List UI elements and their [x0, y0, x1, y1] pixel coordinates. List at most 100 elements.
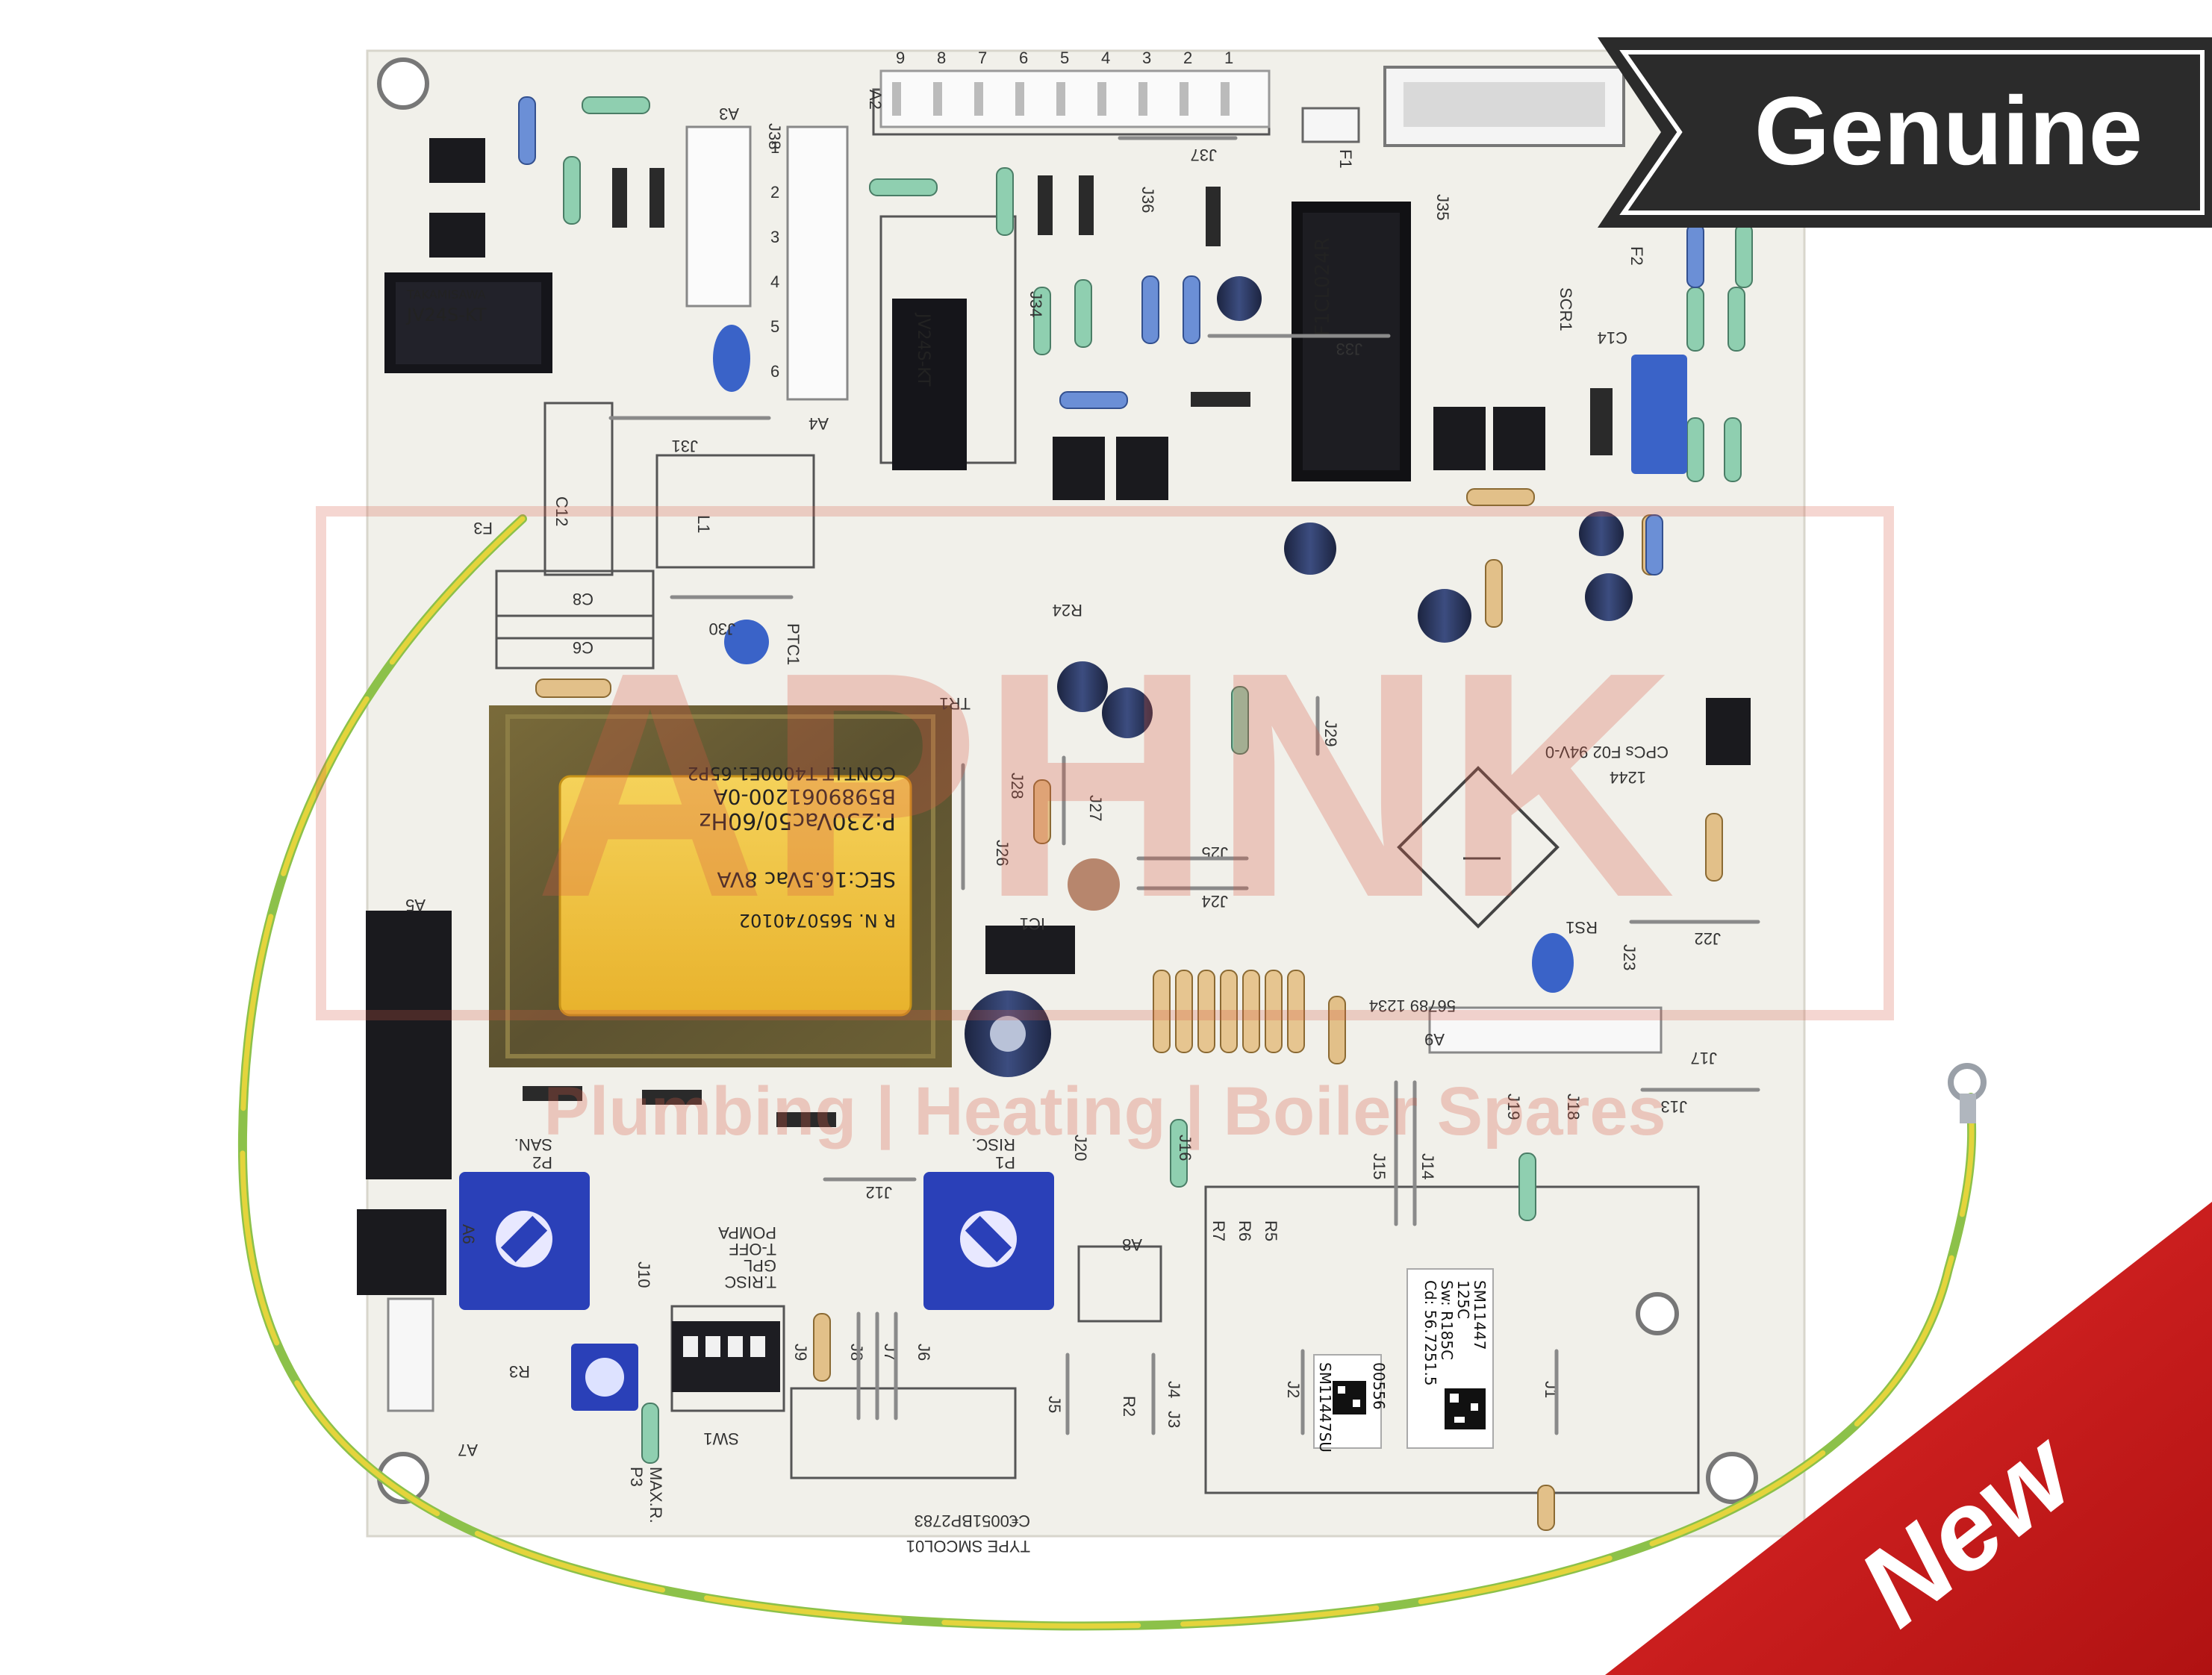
pot-p3-ref: P3 — [627, 1467, 646, 1487]
label-j23: J23 — [1620, 944, 1639, 970]
ring-terminal — [1948, 1063, 1987, 1123]
label-a8: A8 — [1122, 1235, 1142, 1254]
board-date-code: 1244 — [1610, 768, 1646, 787]
label-j14: J14 — [1418, 1153, 1437, 1179]
barcode-number: 00556 — [1370, 1362, 1388, 1410]
label-c8: C8 — [573, 590, 593, 608]
switch-label-1: T.RISC — [724, 1273, 776, 1291]
label-j17: J17 — [1691, 1049, 1717, 1067]
switch-label-4: POMPA — [718, 1223, 776, 1242]
label-c6: C6 — [573, 638, 593, 657]
connector-f1-fuse — [1301, 107, 1360, 143]
label-a5: A5 — [405, 896, 426, 914]
label-j16: J16 — [1176, 1135, 1194, 1161]
a2-pin-number: 2 — [1183, 49, 1192, 67]
label-j19: J19 — [1504, 1094, 1523, 1120]
label-r5: R5 — [1262, 1220, 1280, 1241]
label-ptc1: PTC1 — [784, 623, 803, 665]
connector-a5 — [366, 911, 452, 1179]
a2-pin-number: 4 — [1101, 49, 1110, 67]
label-c14: C14 — [1598, 328, 1627, 347]
earth-wire — [237, 514, 1987, 1631]
label-scr1: SCR1 — [1557, 287, 1575, 331]
connector-a3 — [685, 125, 752, 308]
relay-rl4-brand: TAKAMISAWA — [406, 287, 486, 302]
a2-pin-number: 6 — [1019, 49, 1028, 67]
label-r3: R3 — [509, 1362, 530, 1381]
label-r7: R7 — [1209, 1220, 1228, 1241]
label-a3: A3 — [719, 105, 739, 123]
board-ce-code: C€0051BP2783 — [915, 1512, 1030, 1530]
a9-pin-numbers: 56789 1234 — [1369, 996, 1456, 1015]
label-j10: J10 — [635, 1261, 653, 1288]
relay-rl3: JV24S-KT — [892, 299, 967, 470]
id-code: Cd: 56.7251.5 — [1421, 1280, 1439, 1386]
label-a9: A9 — [1424, 1030, 1445, 1049]
label-ic1: IC1 — [1020, 914, 1045, 933]
label-j34: J34 — [1026, 291, 1045, 317]
id-serial: Sw: R185C — [1438, 1280, 1456, 1360]
connector-a2 — [879, 69, 1271, 128]
barcode-sticker: 00556 SM11447SU — [1313, 1354, 1388, 1453]
pot-p1-ref: P1 — [995, 1153, 1015, 1172]
pot-p2-name: SAN. — [514, 1135, 552, 1154]
pot-p3-name: MAX.R. — [647, 1467, 665, 1523]
transformer-line-2: B5989061200-0A — [714, 785, 896, 809]
a3-pin-number: 1 — [770, 138, 779, 157]
label-f3: F3 — [473, 519, 493, 537]
label-j37: J37 — [1191, 146, 1217, 164]
label-j35: J35 — [1433, 194, 1452, 220]
label-j9: J9 — [791, 1344, 810, 1361]
genuine-banner: Genuine — [1598, 37, 2212, 228]
label-j26: J26 — [993, 840, 1012, 866]
label-a6: A6 — [459, 1224, 478, 1244]
a2-pin-number: 7 — [978, 49, 987, 67]
label-j12: J12 — [866, 1183, 892, 1202]
label-j33: J33 — [1336, 340, 1362, 358]
label-j36: J36 — [1138, 187, 1157, 213]
label-f1: F1 — [1336, 149, 1355, 169]
label-j22: J22 — [1695, 929, 1721, 948]
mounting-holes — [377, 57, 1758, 1504]
pot-p2-ref: P2 — [532, 1153, 552, 1172]
label-f2: F2 — [1627, 246, 1646, 266]
a2-pin-number: 5 — [1060, 49, 1069, 67]
pot-p1-name: RISC. — [971, 1135, 1015, 1154]
wire-jumpers — [608, 136, 1760, 1435]
connector-refs: A2 A3 A4 A5 A6 A7 A8 A9 J38 J37 J36 J35 … — [405, 90, 1721, 1459]
a3-pin-number: 6 — [770, 362, 779, 381]
label-a7: A7 — [458, 1441, 478, 1459]
potentiometer-p3 — [571, 1344, 638, 1411]
watermark-tagline: Plumbing | Heating | Boiler Spares — [543, 1073, 1666, 1150]
potentiometer-p2 — [459, 1172, 590, 1310]
switch-label-2: GPL — [744, 1256, 776, 1275]
relay-rl1-text: F1CL024R — [1312, 237, 1334, 336]
connector-a4 — [786, 125, 849, 401]
label-j28: J28 — [1008, 773, 1026, 799]
label-j6: J6 — [915, 1344, 933, 1361]
board-type-label: TYPE SMCOL01 — [906, 1537, 1030, 1556]
label-j29: J29 — [1321, 720, 1340, 746]
relay-rl4-text: JV24S-KT — [405, 305, 487, 325]
a2-pin-number: 1 — [1224, 49, 1233, 67]
label-j18: J18 — [1564, 1094, 1583, 1120]
connector-power-top — [1383, 66, 1625, 147]
label-j4: J4 — [1165, 1381, 1183, 1398]
id-sticker: SM11447 125C Sw: R185C Cd: 56.7251.5 — [1406, 1268, 1494, 1449]
microcontroller-chip — [1397, 766, 1560, 929]
component-refs: C12 C8 C6 C14 L1 PTC1 TR1 IC1 RS1 R24 R3… — [473, 149, 1646, 1448]
diodes — [523, 168, 1613, 1127]
genuine-label: Genuine — [1754, 76, 2143, 185]
connector-a9 — [1428, 1006, 1663, 1054]
transformer-line-4: R N. 5650740102 — [739, 910, 896, 931]
id-model: SM11447 — [1471, 1280, 1489, 1350]
a3-pin-number: 5 — [770, 317, 779, 336]
a3-pin-number: 4 — [770, 272, 779, 291]
transformer-line-3: CONT.LT T4000E1.65P2 — [688, 763, 896, 784]
film-capacitor — [713, 325, 1687, 993]
watermark-brand: APHNK — [535, 606, 1676, 964]
board-cpc-text: CPCs F02 94V-0 — [1545, 743, 1669, 761]
label-j3: J3 — [1165, 1411, 1183, 1428]
transformer-line-1: P:230Vac50/60Hz — [700, 808, 896, 834]
relay-rl1: F1CL024R — [1292, 202, 1411, 481]
